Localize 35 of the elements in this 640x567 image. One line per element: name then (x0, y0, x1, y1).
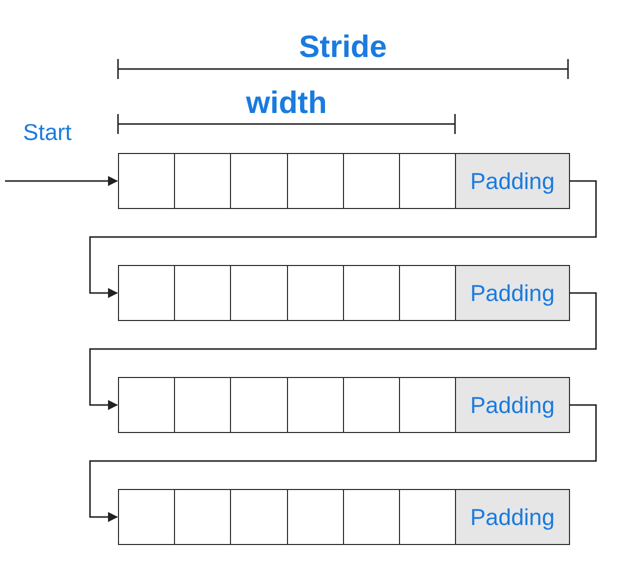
memory-cell (230, 377, 288, 433)
memory-cell (286, 377, 344, 433)
memory-cell (174, 265, 232, 321)
memory-cell (174, 489, 232, 545)
memory-cell (342, 153, 400, 209)
padding-cell: Padding (455, 377, 570, 433)
padding-cell: Padding (455, 265, 570, 321)
padding-cell: Padding (455, 489, 570, 545)
memory-cell (230, 489, 288, 545)
arrow (5, 176, 118, 186)
memory-cell (286, 265, 344, 321)
memory-cell (118, 377, 176, 433)
memory-cell (118, 265, 176, 321)
arrow (89, 180, 597, 298)
edge-label: Start (23, 121, 72, 144)
memory-cell (174, 153, 232, 209)
memory-cell (230, 153, 288, 209)
memory-cell (230, 265, 288, 321)
memory-cell (342, 489, 400, 545)
memory-cell (399, 153, 457, 209)
memory-cell (286, 153, 344, 209)
arrow (89, 292, 597, 410)
memory-cell (286, 489, 344, 545)
memory-cell (399, 489, 457, 545)
arrow (89, 404, 597, 522)
memory-cell (399, 265, 457, 321)
padding-cell: Padding (455, 153, 570, 209)
memory-cell (399, 377, 457, 433)
dimension-label: width (246, 87, 327, 118)
dimension-label: Stride (299, 31, 387, 62)
memory-cell (342, 377, 400, 433)
memory-cell (118, 153, 176, 209)
memory-cell (118, 489, 176, 545)
memory-cell (174, 377, 232, 433)
memory-cell (342, 265, 400, 321)
